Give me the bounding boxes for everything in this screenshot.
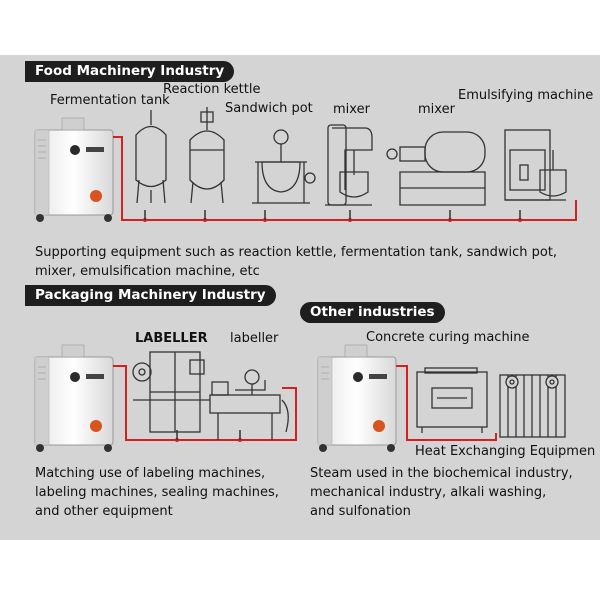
steam-generator-icon	[34, 117, 114, 222]
other-description: Steam used in the biochemical industry, …	[310, 464, 573, 521]
label-fermentation-tank: Fermentation tank	[50, 93, 170, 108]
packaging-description: Matching use of labeling machines, label…	[35, 464, 279, 521]
label-mixer-2: mixer	[418, 102, 455, 117]
mixer-icon	[386, 131, 486, 206]
mixer-icon	[325, 124, 373, 206]
label-labeller-upper: LABELLER	[135, 331, 208, 346]
food-section-title: Food Machinery Industry	[25, 61, 235, 82]
label-labeller-lower: labeller	[230, 331, 279, 346]
packaging-description-line: Matching use of labeling machines,	[35, 466, 266, 481]
label-mixer-1: mixer	[333, 102, 370, 117]
steam-generator-icon	[34, 344, 114, 452]
other-description-line: Steam used in the biochemical industry,	[310, 466, 573, 481]
emulsifying-machine-icon	[504, 129, 567, 201]
other-description-line: and sulfonation	[310, 504, 411, 519]
label-heat-exchanging: Heat Exchanging Equipmen	[415, 444, 596, 459]
food-description: Supporting equipment such as reaction ke…	[35, 243, 557, 281]
concrete-curing-machine-icon	[416, 367, 488, 433]
heat-exchanger-icon	[499, 374, 566, 438]
packaging-description-line: and other equipment	[35, 504, 173, 519]
label-concrete-curing: Concrete curing machine	[366, 330, 530, 345]
label-reaction-kettle: Reaction kettle	[163, 82, 261, 97]
packaging-description-line: labeling machines, sealing machines,	[35, 485, 279, 500]
steam-generator-icon	[317, 344, 397, 452]
food-description-line: mixer, emulsification machine, etc	[35, 264, 260, 279]
reaction-kettle-icon	[189, 107, 225, 204]
sandwich-pot-icon	[252, 129, 316, 204]
fermentation-tank-icon	[135, 110, 167, 204]
other-description-line: mechanical industry, alkali washing,	[310, 485, 547, 500]
packaging-section-title: Packaging Machinery Industry	[25, 285, 276, 306]
labeller-machine-icon	[132, 351, 210, 433]
label-sandwich-pot: Sandwich pot	[225, 101, 313, 116]
food-description-line: Supporting equipment such as reaction ke…	[35, 245, 558, 260]
label-emulsifying-machine: Emulsifying machine	[458, 88, 594, 103]
labeller-machine-icon	[209, 369, 289, 440]
other-section-title: Other industries	[300, 302, 445, 323]
